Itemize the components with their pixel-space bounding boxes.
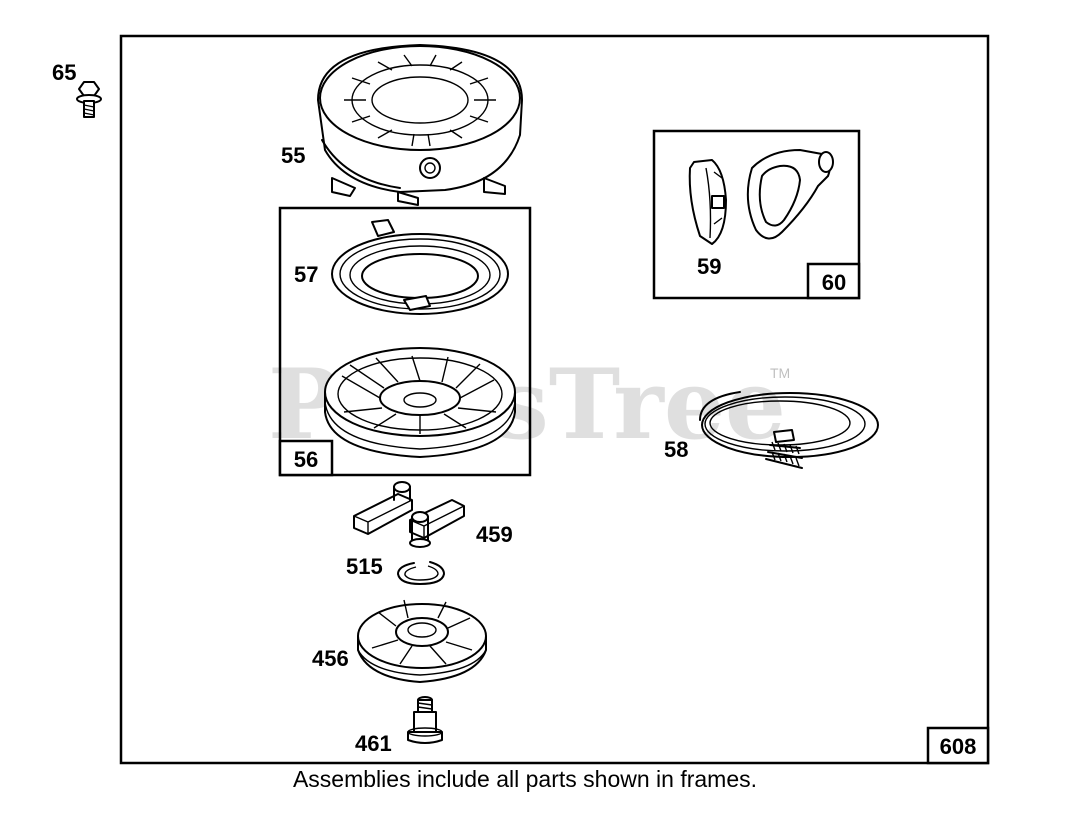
starter-rope-icon[interactable] (699, 391, 879, 469)
part-label-459[interactable]: 459 (476, 522, 513, 547)
starter-dog-icon[interactable] (409, 499, 465, 548)
main-frame (119, 34, 990, 765)
part-label-55[interactable]: 55 (281, 143, 305, 168)
part-label-456[interactable]: 456 (312, 646, 349, 671)
part-label-461[interactable]: 461 (355, 731, 392, 756)
part-label-57[interactable]: 57 (294, 262, 318, 287)
shoulder-screw-icon[interactable] (407, 696, 443, 744)
part-label-59[interactable]: 59 (697, 254, 721, 279)
handle-insert-icon[interactable] (688, 159, 727, 245)
assembly-caption: Assemblies include all parts shown in fr… (292, 766, 758, 792)
starter-handle-icon[interactable] (746, 149, 834, 240)
part-label-60[interactable]: 60 (822, 270, 846, 295)
part-label-515[interactable]: 515 (346, 554, 383, 579)
main-frame-number-box (926, 726, 990, 765)
part-label-65[interactable]: 65 (52, 60, 76, 85)
starter-pulley-icon[interactable] (324, 347, 516, 458)
blower-housing-icon[interactable] (317, 44, 523, 206)
frame-56 (278, 206, 532, 477)
screw-icon[interactable] (76, 81, 102, 118)
frame-60 (652, 129, 861, 300)
frame-60-number-box (806, 262, 861, 300)
frame-56-number-box (278, 439, 334, 477)
part-label-58[interactable]: 58 (664, 437, 688, 462)
retainer-ring-icon[interactable] (397, 561, 445, 585)
main-frame-number[interactable]: 608 (940, 734, 977, 759)
rewind-spring-icon[interactable] (331, 219, 509, 315)
watermark-trademark: TM (770, 365, 790, 381)
ratchet-icon[interactable] (357, 599, 487, 683)
starter-dog-icon[interactable] (353, 481, 413, 535)
part-label-56[interactable]: 56 (294, 447, 318, 472)
